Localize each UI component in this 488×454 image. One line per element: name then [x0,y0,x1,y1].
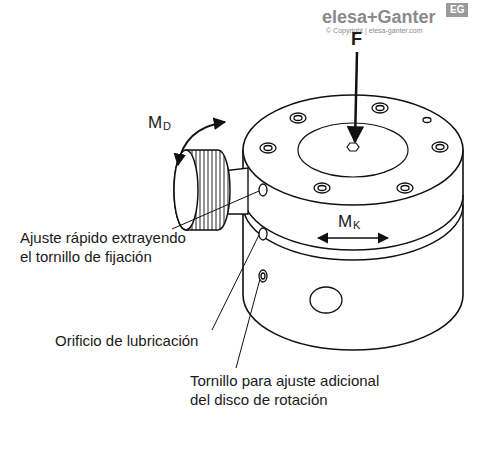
knurled-knob [174,150,230,230]
callout-text: Tornillo para ajuste adicional del disco… [190,372,395,410]
knurl-stroke [228,150,229,230]
torque-arrow [178,122,225,165]
torque-arrow [318,237,388,239]
side-holes [259,184,267,282]
rotation-disc [298,123,408,177]
callout-text: Ajuste rápido extrayendo el tornillo de … [20,229,198,267]
brand-logo: elesa+Ganter [322,6,436,29]
top-face [243,95,463,205]
torque-label: M [148,112,162,133]
copyright-note: © Copyright | elesa-ganter.com [326,27,422,36]
hex-socket [347,143,359,151]
knurl-stroke [220,150,221,230]
brand-badge: EG [446,3,468,17]
knurl-stroke [224,150,225,230]
force-arrow [355,52,357,142]
large-side-hole [310,287,342,313]
force-label: F [351,28,362,51]
knurl-stroke [212,150,213,230]
callout-text: Orificio de lubricación [55,332,255,351]
knurl-stroke [216,150,217,230]
knurl-stroke [200,150,201,230]
knob-end-face [174,150,198,230]
knurl-stroke [204,150,205,230]
torque-subscript: K [353,219,360,233]
torque-label: M [338,211,352,232]
mounting-holes [260,103,448,193]
torque-subscript: D [163,120,171,134]
groove-line [243,205,463,260]
knurl-stroke [208,150,209,230]
